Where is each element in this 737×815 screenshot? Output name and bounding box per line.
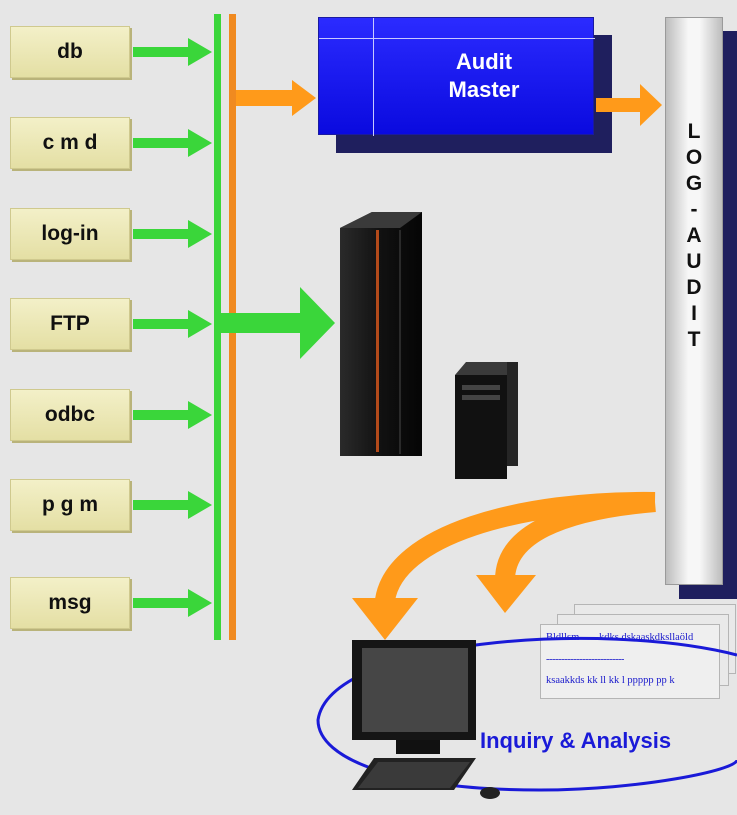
audit-master-box: Audit Master bbox=[318, 17, 612, 153]
server-icon bbox=[340, 212, 518, 479]
log-audit-column: L O G - A U D I T bbox=[665, 17, 737, 599]
source-box-log-in: log-in bbox=[10, 208, 130, 260]
bus-to-server-arrow bbox=[214, 287, 335, 359]
curved-arrow-right bbox=[495, 492, 656, 581]
inquiry-analysis-label: Inquiry & Analysis bbox=[480, 728, 672, 753]
arrow-msg bbox=[133, 589, 212, 617]
source-box-ftp: FTP bbox=[10, 298, 130, 350]
source-arrows bbox=[133, 38, 212, 617]
central-bus bbox=[214, 14, 236, 640]
log-audit-label: L O G - A U D I T bbox=[685, 120, 703, 351]
bus-to-audit-arrow bbox=[236, 80, 316, 116]
source-box-cmd: c m d bbox=[10, 117, 130, 169]
source-box-db: db bbox=[10, 26, 130, 78]
report-divider: -------------------------- bbox=[546, 654, 624, 665]
report-line2: ksaakkds kk ll kk l ppppp pp k bbox=[546, 675, 675, 686]
arrow-log-in bbox=[133, 220, 212, 248]
source-box-msg: msg bbox=[10, 577, 130, 629]
arrow-odbc bbox=[133, 401, 212, 429]
curved-arrow-left bbox=[375, 491, 656, 603]
workstation-icon bbox=[352, 640, 500, 799]
source-box-odbc: odbc bbox=[10, 389, 130, 441]
audit-master-label-line2: Master bbox=[448, 77, 520, 102]
arrow-db bbox=[133, 38, 212, 66]
report-line1b: kdks dskaaskdksllaöld bbox=[599, 632, 694, 643]
report-page-front: Bldllsm kdks dskaaskdksllaöld ----------… bbox=[540, 624, 720, 699]
arrow-ftp bbox=[133, 310, 212, 338]
arrow-cmd bbox=[133, 129, 212, 157]
audit-master-label-line1: Audit bbox=[455, 49, 513, 74]
source-box-pgm: p g m bbox=[10, 479, 130, 531]
arrow-pgm bbox=[133, 491, 212, 519]
report-line1a: Bldllsm bbox=[546, 632, 580, 643]
